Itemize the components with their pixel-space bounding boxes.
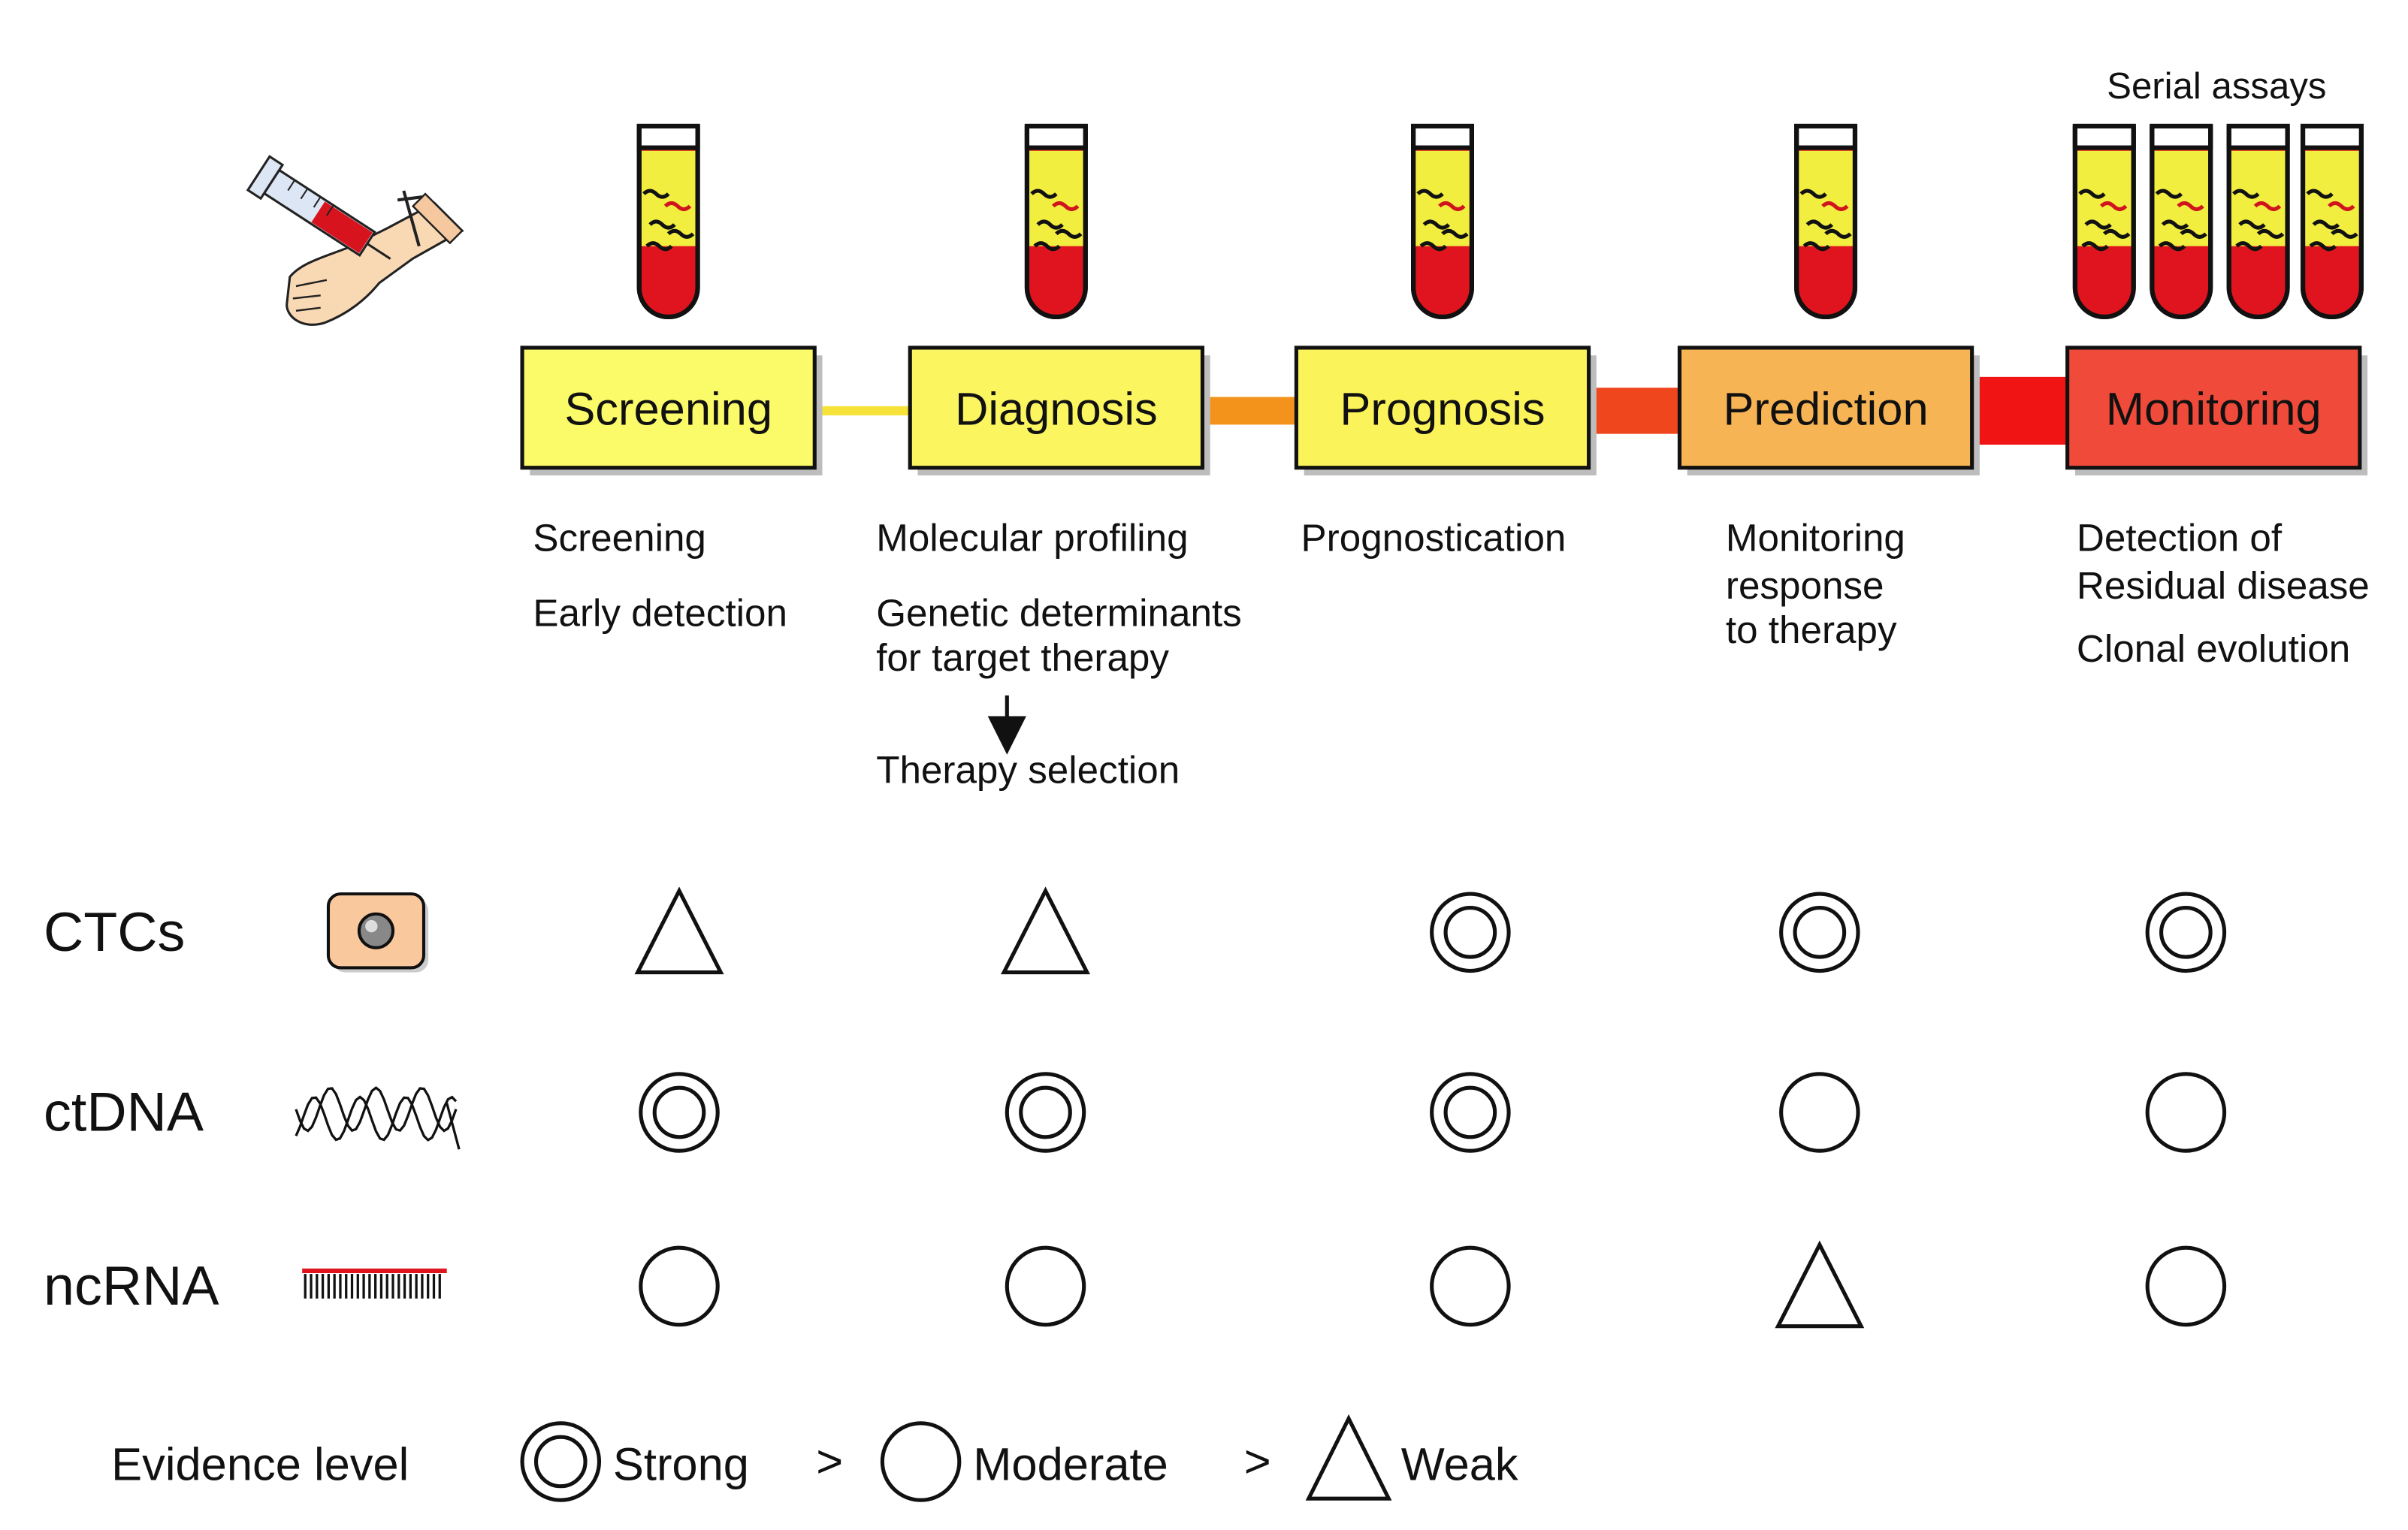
- stage-note: Prognostication: [1301, 516, 1567, 559]
- dna-icon: [295, 1086, 461, 1150]
- blood-draw-icon: [246, 155, 464, 326]
- blood-tube-icon: [2300, 123, 2364, 320]
- evidence-strong-symbol: [1430, 892, 1511, 973]
- stage-note: for target therapy: [876, 636, 1169, 679]
- blood-tube-icon: [1411, 123, 1474, 320]
- stage-note: Clonal evolution: [2077, 627, 2350, 670]
- blood-tube-icon: [1024, 123, 1088, 320]
- stage-boxes: Screening Diagnosis Prognosis Prediction Mon…: [520, 346, 2368, 475]
- blood-tube-icon: [1794, 123, 1858, 320]
- stage-label: Diagnosis: [955, 383, 1158, 435]
- stage-note: Screening: [533, 516, 706, 559]
- evidence-weak-symbol: [1001, 886, 1091, 975]
- evidence-strong-symbol: [2145, 892, 2227, 973]
- stage-label: Screening: [564, 383, 772, 435]
- legend: Evidence level Strong > Moderate > Weak: [111, 1414, 1518, 1502]
- evidence-moderate-symbol: [1779, 1072, 1860, 1153]
- blood-tube-icon: [2226, 123, 2290, 320]
- blood-tube-icon: [636, 123, 700, 320]
- row-ctcs: CTCs: [44, 886, 2227, 975]
- stage-note: Monitoring: [1726, 516, 1905, 559]
- stage-label: Monitoring: [2106, 383, 2322, 435]
- stage-label: Prediction: [1723, 383, 1928, 435]
- evidence-moderate-symbol: [2145, 1245, 2227, 1327]
- evidence-moderate-symbol: [1005, 1245, 1086, 1327]
- cell-icon: [326, 892, 429, 973]
- stage-note: Therapy selection: [876, 749, 1180, 792]
- evidence-strong-symbol: [639, 1072, 720, 1153]
- row-ncrna: ncRNA: [44, 1240, 2227, 1329]
- legend-weak-symbol: [1305, 1414, 1392, 1501]
- stage-connectors: [814, 376, 2068, 445]
- stage-note: Detection of: [2077, 516, 2283, 559]
- evidence-matrix: CTCs ctDNA ncRNA: [44, 886, 2227, 1329]
- legend-strong-symbol: [520, 1421, 602, 1502]
- legend-strong-label: Strong: [613, 1439, 749, 1491]
- blood-tube-icon: [2150, 123, 2213, 320]
- row-label: ctDNA: [44, 1081, 204, 1143]
- legend-separator-2: >: [1244, 1435, 1271, 1487]
- legend-moderate-label: Moderate: [973, 1439, 1168, 1491]
- serial-assays-label: Serial assays: [2107, 65, 2326, 107]
- row-ctdna: ctDNA: [44, 1072, 2227, 1153]
- stage-note: Genetic determinants: [876, 592, 1242, 635]
- legend-separator-1: >: [816, 1435, 843, 1487]
- stage-prognosis: Prognosis: [1294, 346, 1597, 475]
- stage-connector: [814, 406, 911, 416]
- evidence-weak-symbol: [1775, 1240, 1865, 1329]
- stage-note: Residual disease: [2077, 564, 2370, 607]
- evidence-weak-symbol: [634, 886, 724, 975]
- evidence-moderate-symbol: [2145, 1072, 2227, 1153]
- stage-note: to therapy: [1726, 608, 1897, 651]
- stage-connector: [1971, 376, 2068, 445]
- stage-note: Molecular profiling: [876, 516, 1188, 559]
- evidence-strong-symbol: [1779, 892, 1860, 973]
- stage-diagnosis: Diagnosis: [908, 346, 1210, 475]
- evidence-moderate-symbol: [1430, 1245, 1511, 1327]
- row-label: CTCs: [44, 901, 185, 963]
- rna-comb-icon: [302, 1268, 447, 1299]
- stage-label: Prognosis: [1340, 383, 1545, 435]
- legend-moderate-symbol: [880, 1421, 962, 1502]
- blood-tubes: [636, 123, 2364, 320]
- evidence-strong-symbol: [1005, 1072, 1086, 1153]
- stage-connector: [1202, 397, 1297, 425]
- evidence-moderate-symbol: [639, 1245, 720, 1327]
- stage-prediction: Prediction: [1677, 346, 1980, 475]
- row-label: ncRNA: [44, 1254, 219, 1317]
- evidence-strong-symbol: [1430, 1072, 1511, 1153]
- stage-connector: [1588, 388, 1680, 434]
- stage-screening: Screening: [520, 346, 823, 475]
- legend-title: Evidence level: [111, 1439, 409, 1491]
- stage-note: Early detection: [533, 592, 787, 635]
- legend-weak-label: Weak: [1401, 1439, 1518, 1491]
- stage-monitoring: Monitoring: [2065, 346, 2368, 475]
- blood-tube-icon: [2072, 123, 2136, 320]
- stage-note: response: [1726, 564, 1884, 607]
